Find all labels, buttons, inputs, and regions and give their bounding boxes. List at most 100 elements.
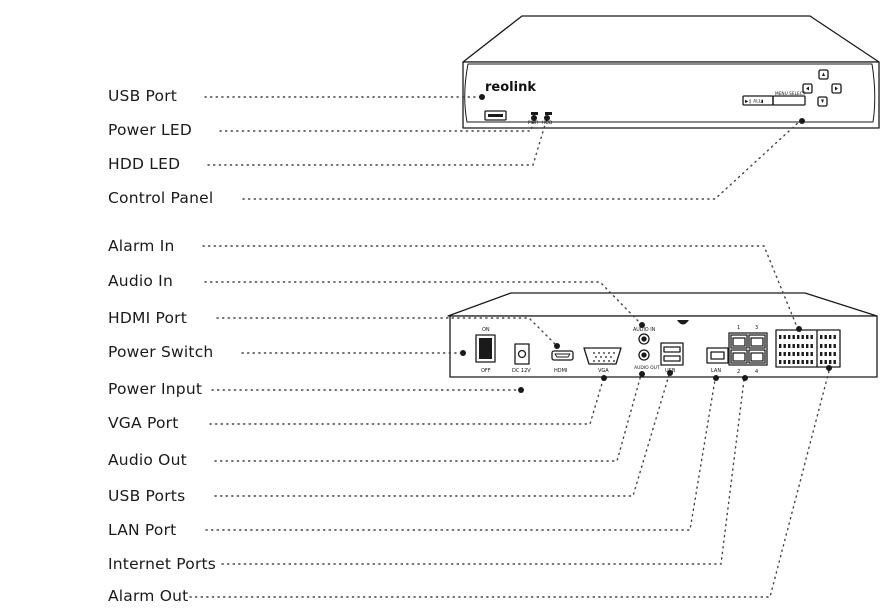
switch-on-text: ON (482, 327, 490, 333)
leader-usb-ports (214, 374, 670, 497)
leader-control-panel (242, 120, 801, 200)
label-power-led: Power LED (108, 121, 192, 139)
terminal-pin (833, 360, 836, 364)
label-audio-in: Audio In (108, 272, 173, 290)
rear-unit (447, 292, 878, 378)
terminal-pin (797, 352, 800, 356)
terminal-pin (797, 335, 800, 339)
terminal-pin (810, 335, 813, 339)
terminal-pin (783, 360, 786, 364)
terminal-pin (806, 344, 809, 348)
terminal-pin (820, 344, 823, 348)
leader-alarm-out (189, 370, 830, 598)
terminal-pin (779, 352, 782, 356)
terminal-pin (788, 344, 791, 348)
terminal-pin (810, 344, 813, 348)
audio-out-jack-icon (638, 349, 650, 361)
label-control-panel: Control Panel (108, 189, 214, 207)
terminal-pin (810, 352, 813, 356)
terminal-pin (779, 360, 782, 364)
pwr-led-icon (531, 112, 538, 115)
terminal-pin (801, 344, 804, 348)
playback-text: ▶❙ ALL▮ (745, 99, 763, 105)
terminal-pin (779, 335, 782, 339)
label-alarm-in: Alarm In (108, 237, 175, 255)
label-audio-out: Audio Out (108, 451, 187, 469)
terminal-pin (829, 360, 832, 364)
label-hdmi-port: HDMI Port (108, 309, 187, 327)
terminal-pin (820, 335, 823, 339)
usb-text: USB (665, 368, 676, 374)
audio-out-text: AUDIO OUT (634, 365, 660, 371)
terminal-pin (783, 352, 786, 356)
alarm-terminal-pins (779, 335, 836, 364)
terminal-pin (792, 344, 795, 348)
leader-internet-ports (221, 379, 745, 565)
terminal-pin (801, 360, 804, 364)
hdd-led-icon (545, 112, 552, 115)
leader-vga-port (209, 379, 604, 425)
terminal-pin (824, 352, 827, 356)
leader-audio-out (214, 374, 642, 462)
terminal-pin (824, 335, 827, 339)
terminal-pin (806, 360, 809, 364)
usb-ports-icon (660, 342, 684, 366)
dc-input-icon (514, 343, 530, 365)
label-usb-port: USB Port (108, 87, 178, 105)
control-panel-icon (742, 69, 842, 107)
leader-hdd-led (207, 117, 548, 166)
leader-hdmi-port (216, 317, 557, 346)
terminal-pin (783, 344, 786, 348)
label-internet-ports: Internet Ports (108, 555, 217, 573)
leader-lines (189, 96, 830, 598)
switch-off-text: OFF (481, 368, 491, 374)
terminal-pin (806, 352, 809, 356)
power-switch-icon (475, 334, 496, 363)
audio-in-jack-icon (638, 333, 650, 345)
menu-select-text: MENU SELECT (775, 91, 806, 97)
terminal-pin (829, 344, 832, 348)
front-usb-port-icon (484, 110, 507, 121)
label-hdd-led: HDD LED (108, 155, 181, 173)
terminal-pin (792, 335, 795, 339)
terminal-pin (788, 335, 791, 339)
terminal-pin (788, 352, 791, 356)
port-1-text: 1 (737, 325, 740, 331)
lan-port-icon (706, 347, 729, 364)
vga-text: VGA (598, 368, 609, 374)
port-3-text: 3 (755, 325, 758, 331)
label-vga-port: VGA Port (108, 414, 179, 432)
terminal-pin (824, 344, 827, 348)
pwr-text: PWR (528, 120, 538, 126)
terminal-pin (801, 352, 804, 356)
front-brand-logo: reolink (485, 80, 536, 95)
terminal-pin (783, 335, 786, 339)
terminal-pin (788, 360, 791, 364)
terminal-pin (797, 360, 800, 364)
label-power-input: Power Input (108, 380, 203, 398)
lan-text: LAN (711, 368, 721, 374)
hdmi-text: HDMI (554, 368, 567, 374)
alarm-terminal-icon (775, 329, 841, 368)
internet-ports-icon (728, 332, 768, 366)
label-alarm-out: Alarm Out (108, 587, 189, 605)
terminal-pin (833, 352, 836, 356)
terminal-pin (829, 352, 832, 356)
hdmi-port-icon (551, 350, 574, 361)
terminal-pin (806, 335, 809, 339)
front-unit (462, 15, 880, 129)
leader-alarm-in (202, 245, 798, 328)
terminal-pin (820, 360, 823, 364)
port-4-text: 4 (755, 369, 758, 375)
terminal-pin (779, 344, 782, 348)
terminal-pin (824, 360, 827, 364)
terminal-pin (833, 344, 836, 348)
leader-end-dots (460, 94, 832, 393)
leader-power-led (219, 117, 535, 132)
leader-lan-port (205, 379, 716, 531)
label-power-switch: Power Switch (108, 343, 214, 361)
vga-port-icon (583, 347, 622, 365)
dc-text: DC 12V (512, 368, 531, 374)
terminal-pin (801, 335, 804, 339)
terminal-pin (810, 360, 813, 364)
